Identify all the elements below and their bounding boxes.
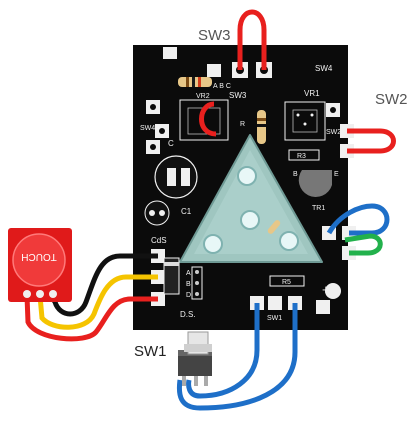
transistor-tr1 xyxy=(298,170,332,197)
r5-outline xyxy=(269,275,305,287)
sw3-external-label: SW3 xyxy=(198,27,231,44)
ds-header xyxy=(191,266,203,300)
cap-c-label: C xyxy=(168,139,174,148)
battery-pad xyxy=(325,283,341,299)
touch-pin-3 xyxy=(49,290,57,298)
bottom-pad-4 xyxy=(316,300,330,314)
sw1-blue-wire-1 xyxy=(186,303,260,399)
pcb-sw2-label: SW2 xyxy=(326,129,341,136)
touch-pad xyxy=(12,233,66,287)
r3-outline xyxy=(288,149,320,161)
pcb-sw1-label: SW1 xyxy=(267,315,282,322)
sw3-pad-letters: A B C xyxy=(213,83,231,90)
sw3-pad-a xyxy=(207,64,221,77)
pcb-sw4-top-label: SW4 xyxy=(315,64,333,73)
sw4-left-label: SW4 xyxy=(140,125,155,132)
a-label: A xyxy=(186,270,191,277)
capacitor-c1 xyxy=(144,200,170,226)
led-center xyxy=(240,210,260,230)
b-label: B xyxy=(293,171,298,178)
touch-pin-2 xyxy=(36,290,44,298)
sw1-external-label: SW1 xyxy=(134,343,167,360)
sw2-external-label: SW2 xyxy=(375,91,408,108)
vr2-label: VR2 xyxy=(196,93,210,100)
r5-label: R5 xyxy=(282,279,291,286)
led-right xyxy=(279,231,299,251)
bottom-pad-2 xyxy=(268,296,282,310)
vr1-outline xyxy=(284,101,326,141)
led-top xyxy=(237,166,257,186)
touch-pin-1 xyxy=(23,290,31,298)
sw1-blue-wire-2 xyxy=(176,303,298,411)
right-blue-wire xyxy=(326,203,390,236)
cds-label: CdS xyxy=(151,236,167,245)
touch-red-wire xyxy=(24,295,158,342)
vr2-jumper-wire xyxy=(199,101,217,137)
sw2-red-wire xyxy=(347,128,396,154)
c1-label: C1 xyxy=(181,207,192,216)
d-label: D xyxy=(186,292,191,299)
right-green-wire xyxy=(344,233,383,256)
tr1-label: TR1 xyxy=(312,205,325,212)
vr1-label: VR1 xyxy=(304,89,320,98)
vr2-outline xyxy=(179,99,229,141)
r-small-label: R xyxy=(240,121,245,128)
resistor-diagonal xyxy=(267,220,281,234)
diode xyxy=(163,257,180,295)
ds-label: D.S. xyxy=(180,310,196,319)
pcb-sw3-label: SW3 xyxy=(229,91,247,100)
e-label: E xyxy=(334,171,339,178)
sw3-red-wire xyxy=(237,9,267,70)
touch-label: TOUCH xyxy=(21,251,56,262)
r3-label: R3 xyxy=(297,153,306,160)
touch-black-wire xyxy=(48,253,158,317)
touch-yellow-wire xyxy=(37,274,158,330)
b2-label: B xyxy=(186,281,191,288)
top-left-pad xyxy=(163,47,177,59)
led-left xyxy=(203,234,223,254)
